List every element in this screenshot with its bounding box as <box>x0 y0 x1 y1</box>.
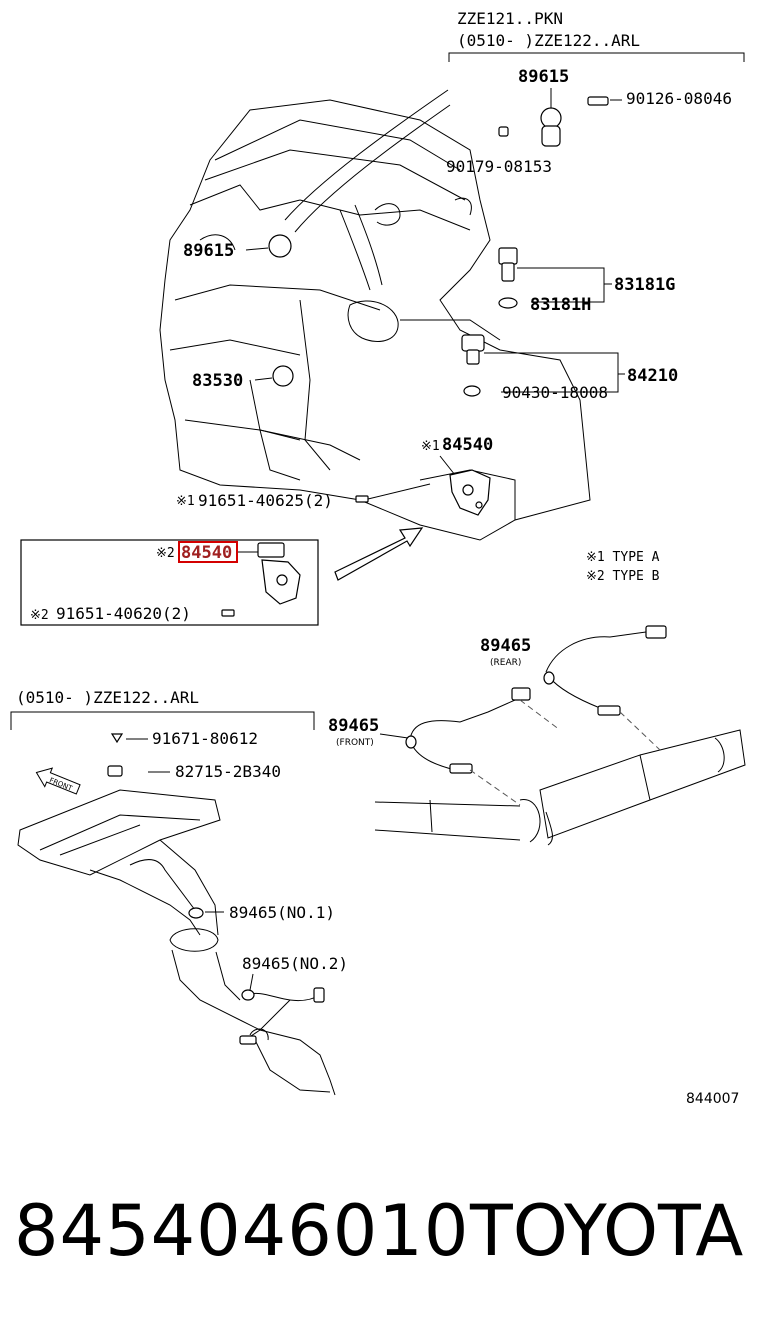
mark-84540-type-a: ※1 <box>421 439 440 454</box>
label-82715-2b340: 82715-2B340 <box>175 762 281 781</box>
position-switch-84540-type-b <box>257 542 301 605</box>
label-90179-08153: 90179-08153 <box>446 157 552 176</box>
diagram-reference-number: 844007 <box>686 1091 739 1107</box>
label-84540-type-a: 84540 <box>442 435 493 455</box>
label-89465-no2: 89465(NO.2) <box>242 954 348 973</box>
label-89465-no1: 89465(NO.1) <box>229 903 335 922</box>
label-91651-40620: 91651-40620(2) <box>56 604 191 623</box>
switch-83530 <box>272 365 294 387</box>
exhaust-manifold <box>17 789 336 1096</box>
exhaust-pipe-right <box>374 729 746 846</box>
label-front: (FRONT) <box>336 738 374 748</box>
label-89465-front: 89465 <box>328 716 379 736</box>
position-switch-84540-type-a <box>449 469 491 516</box>
model-label-zze122-top: (0510- )ZZE122..ARL <box>457 31 640 50</box>
sensor-89615-top <box>498 96 609 147</box>
engine-illustration <box>159 89 591 541</box>
sensor-89615-left <box>268 234 292 258</box>
mark-91651-type-a: ※1 <box>176 494 195 509</box>
label-83530: 83530 <box>192 371 243 391</box>
clamp-82715 <box>107 765 123 777</box>
legend-type-a: ※1 TYPE A <box>586 550 660 565</box>
model-bracket-top <box>448 52 745 62</box>
footer: 8454046010 TOYOTA <box>0 1190 760 1280</box>
legend-type-b: ※2 TYPE B <box>586 569 660 584</box>
front-direction-arrow: FRONT <box>35 767 81 795</box>
label-91671-80612: 91671-80612 <box>152 729 258 748</box>
label-89465-rear: 89465 <box>480 636 531 656</box>
oxygen-sensor-89465-front <box>405 687 531 774</box>
bolt-91651-type-b <box>221 609 235 617</box>
label-83181g: 83181G <box>614 275 675 295</box>
oxygen-sensor-89465-no2 <box>239 987 325 1045</box>
label-rear: (REAR) <box>490 658 521 668</box>
model-bracket-bottom <box>10 711 315 730</box>
model-label-zze121: ZZE121..PKN <box>457 9 563 28</box>
label-90430-18008: 90430-18008 <box>502 383 608 402</box>
brand-name: TOYOTA <box>470 1190 744 1272</box>
label-90126-08046: 90126-08046 <box>626 89 732 108</box>
bolt-91651-type-a <box>355 495 369 503</box>
label-84210: 84210 <box>627 366 678 386</box>
bolt-91671 <box>110 733 124 744</box>
label-83181h: 83181H <box>530 295 591 315</box>
mark-84540-type-b: ※2 <box>156 546 175 561</box>
label-89615-left: 89615 <box>183 241 234 261</box>
model-label-zze122-bottom: (0510- )ZZE122..ARL <box>16 688 199 707</box>
label-84540-type-b: 84540 <box>181 543 232 563</box>
sensor-84210 <box>461 334 485 397</box>
highlight-84540-box <box>178 541 238 563</box>
switch-83181g <box>498 247 518 309</box>
type-b-detail-box <box>20 539 319 626</box>
oxygen-sensor-89465-no1 <box>129 859 204 919</box>
part-number: 8454046010 <box>14 1190 470 1272</box>
label-91651-40625: 91651-40625(2) <box>198 491 333 510</box>
detail-arrow <box>334 527 424 581</box>
label-89615-top: 89615 <box>518 67 569 87</box>
mark-91651-type-b: ※2 <box>30 608 49 623</box>
oxygen-sensor-89465-rear <box>543 625 667 716</box>
